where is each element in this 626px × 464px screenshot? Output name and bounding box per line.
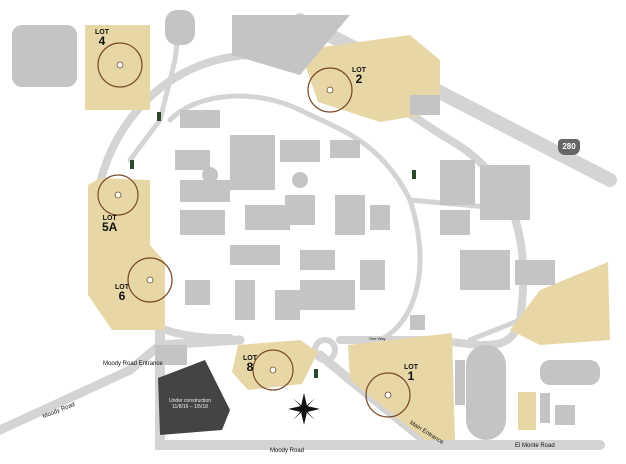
- el-monte-road-label: El Monte Road: [515, 443, 555, 449]
- lot-word: LOT: [243, 355, 257, 362]
- moody-road-bottom-label: Moody Road: [270, 448, 305, 454]
- lot-5a-6-area: [88, 178, 165, 330]
- lot-number: 5A: [102, 219, 118, 234]
- moody-road: [0, 335, 245, 435]
- lot-word: LOT: [115, 284, 129, 291]
- lot-word: LOT: [404, 364, 418, 371]
- construction-title: Under construction: [169, 398, 211, 404]
- lot-number: 6: [118, 288, 126, 303]
- highway-280-shield-icon: 280: [558, 139, 580, 155]
- lot-word: LOT: [95, 29, 109, 36]
- lot-word: LOT: [352, 67, 366, 74]
- construction-area: [158, 360, 230, 435]
- traffic-light-icons: [130, 112, 416, 378]
- lot-4-area: [85, 25, 150, 110]
- lot-8-area: [232, 340, 318, 390]
- lot-number: 2: [355, 71, 363, 86]
- buildings: [12, 10, 600, 440]
- small-lot-area: [518, 392, 536, 430]
- moody-road-entrance-label: Moody Road Entrance: [103, 361, 163, 367]
- permit-icons: [114, 61, 392, 399]
- lot-number: 4: [98, 33, 106, 48]
- one-way-label: One Way: [369, 336, 386, 341]
- compass-rose-icon: [288, 393, 320, 425]
- moody-road-bottom: [155, 325, 605, 450]
- lot-number: 8: [246, 359, 254, 374]
- construction-dates: 11/8/16 – 1/5/18: [172, 404, 208, 410]
- construction-notice: Under construction 11/8/16 – 1/5/18: [158, 398, 222, 410]
- lot-2-area: [300, 35, 440, 122]
- east-lot-area: [510, 262, 610, 345]
- lots: [85, 25, 610, 440]
- lot-rings: [97, 42, 411, 418]
- lot-number: 1: [407, 368, 415, 383]
- lot-word: LOT: [102, 215, 117, 222]
- lot-1-area: [348, 333, 455, 440]
